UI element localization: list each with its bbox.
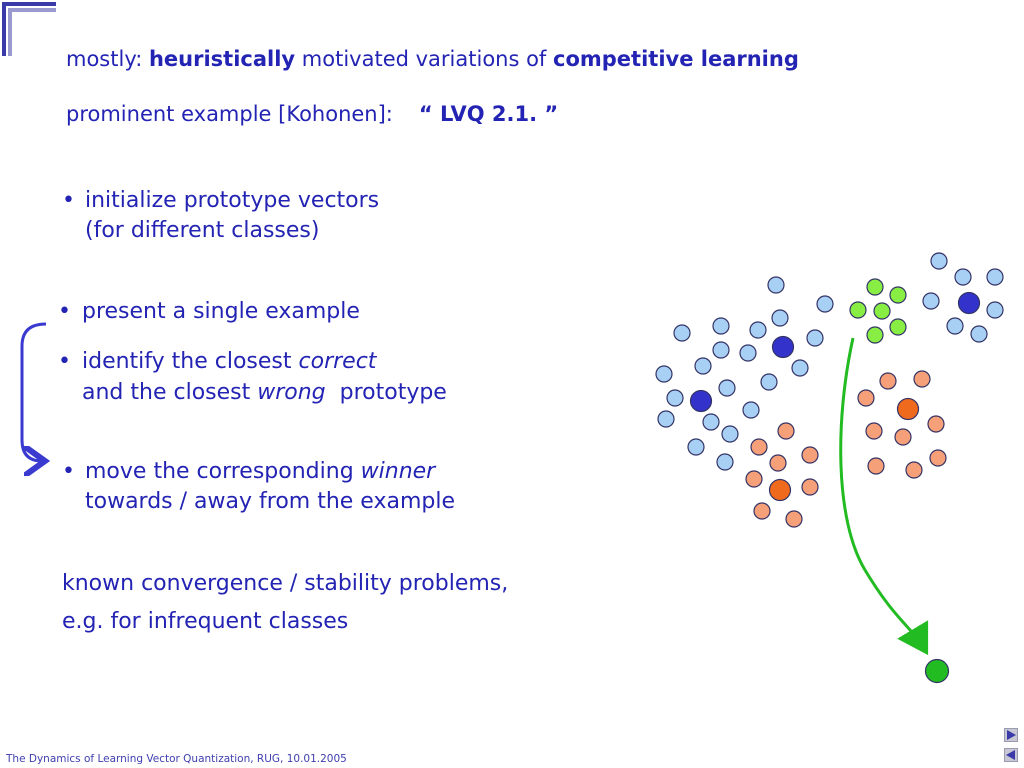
move-winner-em: winner [360, 459, 436, 484]
data-point-light-orange [929, 449, 947, 467]
bullet-symbol: • [62, 188, 75, 213]
prev-arrow-icon [1006, 750, 1015, 760]
identify-correct-em: correct [298, 349, 377, 374]
data-point-light-blue [970, 325, 988, 343]
identify-prefix: identify the closest [82, 349, 299, 374]
data-point-light-orange [857, 389, 875, 407]
data-point-light-blue [930, 252, 948, 270]
data-point-light-orange [927, 415, 945, 433]
prev-slide-button[interactable] [1004, 748, 1018, 762]
move-prefix: move the corresponding [85, 459, 361, 484]
data-point-light-orange [769, 454, 787, 472]
bullet-initialize-line1: initialize prototype vectors [85, 188, 380, 213]
data-point-light-orange [905, 461, 923, 479]
example-point-green [924, 658, 950, 684]
data-point-light-green [866, 278, 884, 296]
header-lvq-quote: “ LVQ 2.1. ” [418, 102, 559, 126]
bullet-move-line1: move the corresponding winner [85, 457, 435, 487]
data-point-light-blue [922, 292, 940, 310]
note-convergence: known convergence / stability problems, [62, 571, 509, 596]
bullet-symbol: • [58, 349, 71, 374]
data-point-light-blue [816, 295, 834, 313]
data-point-light-orange [865, 422, 883, 440]
identify-wrong-em: wrong [257, 380, 326, 405]
data-point-light-orange [745, 470, 763, 488]
data-point-light-orange [750, 438, 768, 456]
data-point-light-blue [806, 329, 824, 347]
data-point-light-orange [913, 370, 931, 388]
data-point-light-blue [702, 413, 720, 431]
identify-line2-prefix: and the closest [82, 380, 258, 405]
data-point-light-orange [879, 372, 897, 390]
bullet-identify-line2: and the closest wrong prototype [82, 378, 447, 408]
data-point-light-blue [712, 317, 730, 335]
bullet-identify-line1: identify the closest correct [82, 347, 376, 377]
data-point-light-orange [753, 502, 771, 520]
bullet-symbol: • [62, 459, 75, 484]
data-point-light-blue [742, 401, 760, 419]
data-point-light-blue [986, 268, 1004, 286]
note-infrequent-classes: e.g. for infrequent classes [62, 609, 349, 634]
prototype-dark-blue [957, 291, 981, 315]
data-point-light-blue [687, 438, 705, 456]
data-point-light-orange [867, 457, 885, 475]
data-point-light-blue [986, 301, 1004, 319]
header-bold-competitive-learning: competitive learning [553, 47, 799, 71]
data-point-light-blue [760, 373, 778, 391]
data-point-light-orange [801, 478, 819, 496]
footer-text: The Dynamics of Learning Vector Quantiza… [6, 753, 347, 765]
data-point-light-blue [749, 321, 767, 339]
data-point-light-blue [718, 379, 736, 397]
data-point-light-orange [777, 422, 795, 440]
prototype-dark-blue [689, 389, 713, 413]
header-middle: motivated variations of [295, 47, 554, 71]
bullet-present-example: present a single example [82, 299, 360, 324]
header-line-2: prominent example [Kohonen]: “ LVQ 2.1. ” [66, 99, 558, 129]
data-point-light-green [849, 301, 867, 319]
data-point-light-orange [785, 510, 803, 528]
move-arrow [839, 337, 929, 656]
bullet-move-line2: towards / away from the example [85, 489, 455, 514]
data-point-light-blue [954, 268, 972, 286]
data-point-light-blue [791, 359, 809, 377]
next-arrow-icon [1007, 730, 1016, 740]
data-point-light-green [889, 286, 907, 304]
data-point-light-blue [721, 425, 739, 443]
data-point-light-blue [666, 389, 684, 407]
data-point-light-blue [767, 276, 785, 294]
header-line-1: mostly: heuristically motivated variatio… [66, 44, 799, 74]
data-point-light-blue [712, 341, 730, 359]
loop-bracket-arrow [20, 322, 46, 461]
header-example-label: prominent example [Kohonen]: [66, 102, 393, 126]
header-bold-heuristically: heuristically [148, 47, 296, 71]
data-point-light-green [889, 318, 907, 336]
data-point-light-blue [771, 309, 789, 327]
identify-line2-suffix: prototype [325, 380, 447, 405]
next-slide-button[interactable] [1004, 728, 1018, 742]
bullet-initialize-line2: (for different classes) [85, 218, 320, 243]
prototype-dark-blue [771, 335, 795, 359]
data-point-light-green [866, 326, 884, 344]
data-point-light-green [873, 302, 891, 320]
data-point-light-blue [739, 344, 757, 362]
prototype-dark-orange [896, 397, 920, 421]
header-prefix: mostly: [66, 47, 149, 71]
data-point-light-orange [801, 446, 819, 464]
data-point-light-blue [655, 365, 673, 383]
data-point-light-orange [894, 428, 912, 446]
data-point-light-blue [657, 410, 675, 428]
data-point-light-blue [694, 357, 712, 375]
data-point-light-blue [946, 317, 964, 335]
bullet-symbol: • [58, 299, 71, 324]
prototype-dark-orange [768, 478, 792, 502]
data-point-light-blue [716, 453, 734, 471]
corner-bracket-decoration [2, 2, 56, 56]
data-point-light-blue [673, 324, 691, 342]
